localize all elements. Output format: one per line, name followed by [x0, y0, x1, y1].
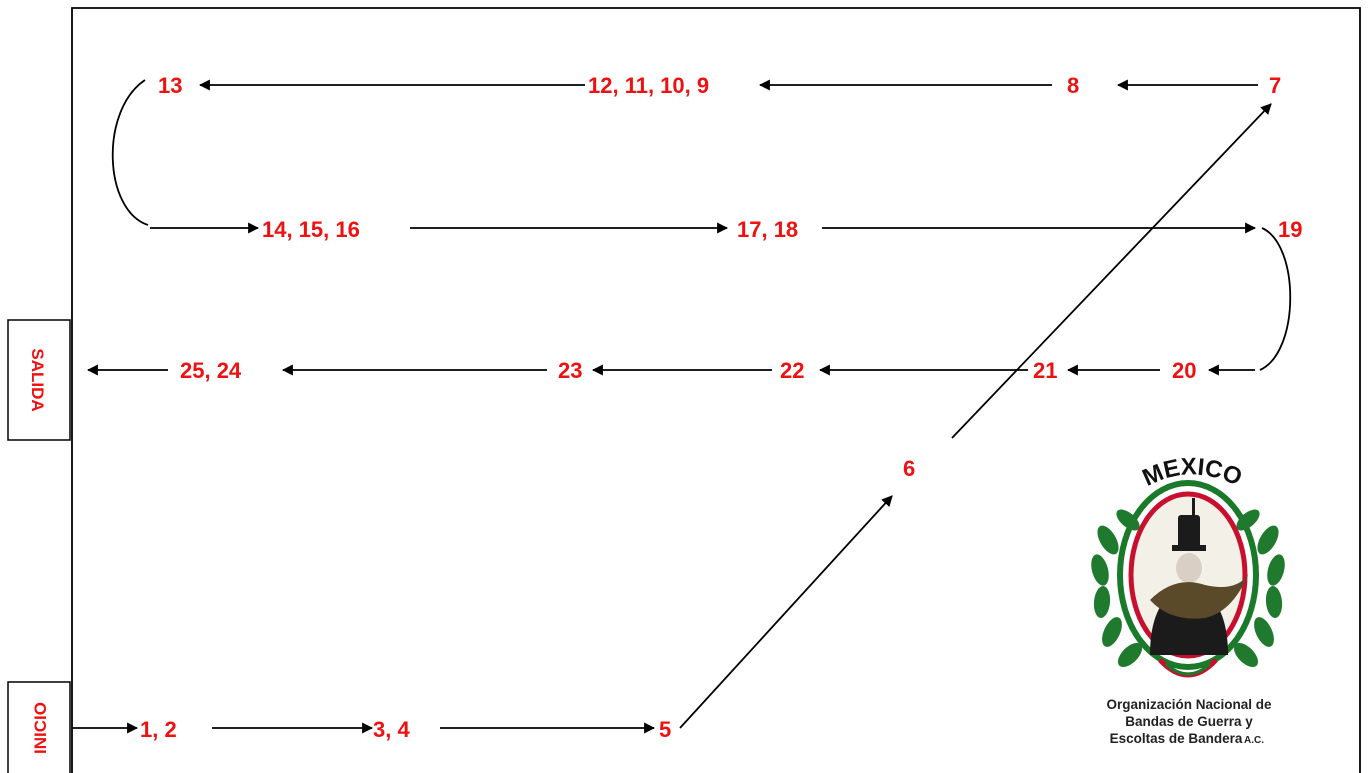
- inicio-label: INICIO: [31, 702, 50, 754]
- label-1-2: 1, 2: [140, 717, 177, 742]
- label-7: 7: [1269, 73, 1281, 98]
- label-6: 6: [903, 456, 915, 481]
- label-25-24: 25, 24: [180, 358, 242, 383]
- organization-logo: MEXICO: [1091, 453, 1285, 746]
- label-22: 22: [780, 358, 804, 383]
- label-21: 21: [1033, 358, 1057, 383]
- laurel-right: [1233, 509, 1285, 668]
- logo-ring-white: [1124, 487, 1252, 663]
- curve-19-to-20: [1259, 227, 1292, 371]
- label-17-18: 17, 18: [737, 217, 798, 242]
- logo-org-line3: Escoltas de Bandera: [1110, 731, 1243, 746]
- salida-label: SALIDA: [28, 348, 47, 411]
- arrow-5-to-6: [679, 495, 893, 729]
- label-23: 23: [558, 358, 582, 383]
- arrow-6-to-7: [951, 103, 1272, 439]
- label-20: 20: [1172, 358, 1196, 383]
- logo-org-line2: Bandas de Guerra y: [1125, 714, 1253, 729]
- field-border: [71, 7, 1361, 773]
- label-14-15-16: 14, 15, 16: [262, 217, 360, 242]
- label-5: 5: [659, 717, 671, 742]
- label-13: 13: [158, 73, 182, 98]
- salida-box: [7, 319, 71, 441]
- label-12-11-10-9: 12, 11, 10, 9: [588, 73, 709, 98]
- label-19: 19: [1278, 217, 1302, 242]
- logo-org-line1: Organización Nacional de: [1106, 697, 1272, 712]
- logo-ring-green: [1117, 480, 1259, 670]
- label-8: 8: [1067, 73, 1079, 98]
- laurel-left: [1091, 509, 1143, 668]
- curve-13-to-14: [111, 79, 149, 226]
- soldier-emblem: [1150, 498, 1248, 655]
- inicio-box: [7, 681, 71, 773]
- logo-org-suffix: A.C.: [1244, 735, 1264, 746]
- label-3-4: 3, 4: [373, 717, 410, 742]
